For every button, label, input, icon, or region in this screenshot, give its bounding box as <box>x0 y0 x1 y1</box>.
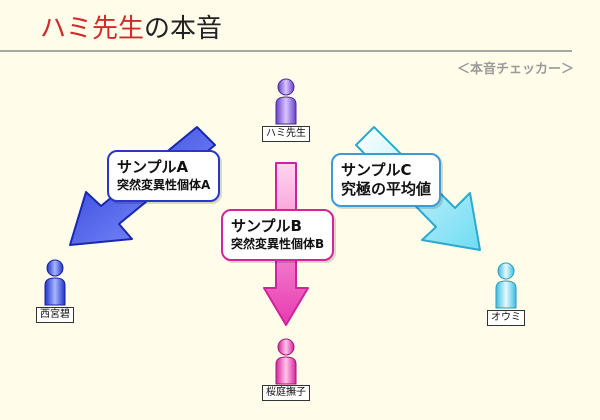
sample-b-box: サンプルB 突然変異性個体B <box>221 209 335 261</box>
title-highlight: ハミ先生 <box>40 14 145 44</box>
title-rest: の本音 <box>144 14 223 44</box>
person-icon-right <box>495 262 517 309</box>
sample-c-desc: 究極の平均値 <box>341 180 432 198</box>
sample-b-title: サンプルB <box>231 217 302 235</box>
person-icon-left <box>44 259 66 306</box>
sample-c-box: サンプルC 究極の平均値 <box>331 153 442 207</box>
person-label-right: オウミ <box>487 310 525 326</box>
person-label-top: ハミ先生 <box>262 126 310 142</box>
person-icon-bottom <box>275 338 297 385</box>
title-divider <box>0 50 572 52</box>
person-label-left: 西宮碧 <box>36 307 74 323</box>
sample-a-title: サンプルA <box>117 158 189 176</box>
person-icon-top <box>275 78 297 125</box>
sample-a-box: サンプルA 突然変異性個体A <box>107 150 221 202</box>
page-title: ハミ先生の本音 <box>40 12 222 46</box>
sample-b-desc: 突然変異性個体B <box>231 237 325 251</box>
sample-c-title: サンプルC <box>341 161 412 179</box>
sample-a-desc: 突然変異性個体A <box>117 178 211 192</box>
checker-label: ＜本音チェッカー＞ <box>456 62 574 77</box>
person-label-bottom: 桜庭撫子 <box>262 385 310 401</box>
